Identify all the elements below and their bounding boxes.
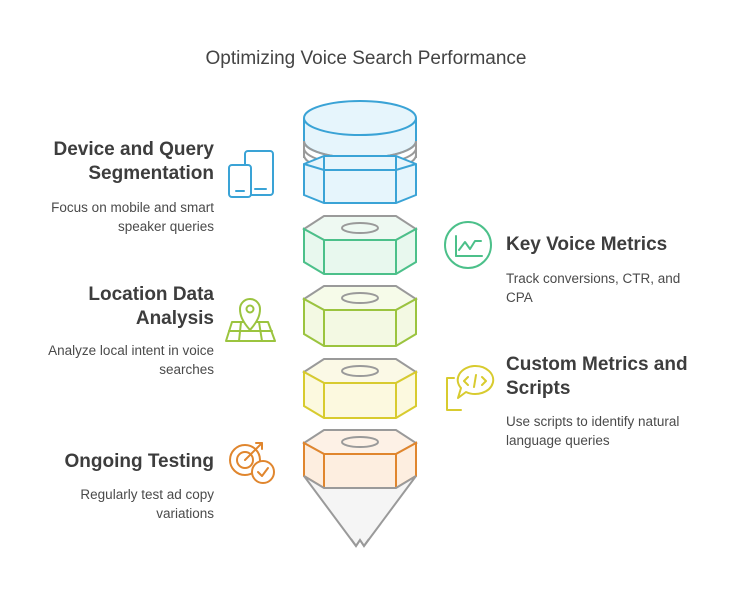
step-5-desc-line1: Regularly test ad copy	[80, 487, 214, 502]
code-chat-icon	[446, 364, 495, 411]
step-3-heading-line1: Location Data	[88, 284, 214, 305]
step-1-heading-line2: Segmentation	[88, 163, 214, 184]
nut-layer-lime	[302, 285, 418, 347]
step-1-desc-line2: speaker queries	[117, 219, 214, 234]
step-4-heading-line2: Scripts	[506, 378, 571, 399]
step-3-desc-line1: Analyze local intent in voice	[48, 343, 214, 358]
step-5-heading-line1: Ongoing Testing	[64, 451, 214, 472]
step-4-heading: Custom Metrics and Scripts	[506, 353, 726, 401]
devices-icon	[228, 150, 274, 198]
step-3-heading-line2: Analysis	[135, 308, 214, 329]
step-3-heading: Location Data Analysis	[20, 283, 214, 331]
step-5-description: Regularly test ad copy variations	[20, 485, 214, 523]
step-2-desc-line2: CPA	[506, 290, 533, 305]
step-2-desc-line1: Track conversions, CTR, and	[506, 271, 681, 286]
nut-layer-yellow	[302, 358, 418, 419]
map-pin-icon	[225, 298, 276, 342]
step-3-desc-line2: searches	[159, 362, 214, 377]
step-1-desc-line1: Focus on mobile and smart	[51, 200, 214, 215]
nut-layer-blue	[303, 155, 417, 204]
step-1-heading-line1: Device and Query	[53, 139, 214, 160]
step-2-heading: Key Voice Metrics	[506, 233, 726, 257]
analytics-chart-icon	[444, 221, 492, 269]
step-2-heading-line1: Key Voice Metrics	[506, 234, 668, 255]
step-5-heading: Ongoing Testing	[20, 450, 214, 474]
step-2-description: Track conversions, CTR, and CPA	[506, 269, 726, 307]
step-4-heading-line1: Custom Metrics and	[506, 354, 688, 375]
diagram-title: Optimizing Voice Search Performance	[205, 48, 527, 69]
step-4-desc-line2: language queries	[506, 433, 610, 448]
step-4-description: Use scripts to identify natural language…	[506, 412, 726, 450]
step-5-desc-line2: variations	[156, 506, 214, 521]
cone-tip	[303, 475, 417, 548]
top-cylinder	[303, 100, 417, 159]
step-3-description: Analyze local intent in voice searches	[20, 341, 214, 379]
nut-layer-green	[302, 215, 418, 275]
step-1-description: Focus on mobile and smart speaker querie…	[20, 198, 214, 236]
step-1-heading: Device and Query Segmentation	[20, 138, 214, 186]
target-check-icon	[229, 442, 275, 484]
nut-layer-orange	[302, 429, 418, 489]
step-4-desc-line1: Use scripts to identify natural	[506, 414, 680, 429]
